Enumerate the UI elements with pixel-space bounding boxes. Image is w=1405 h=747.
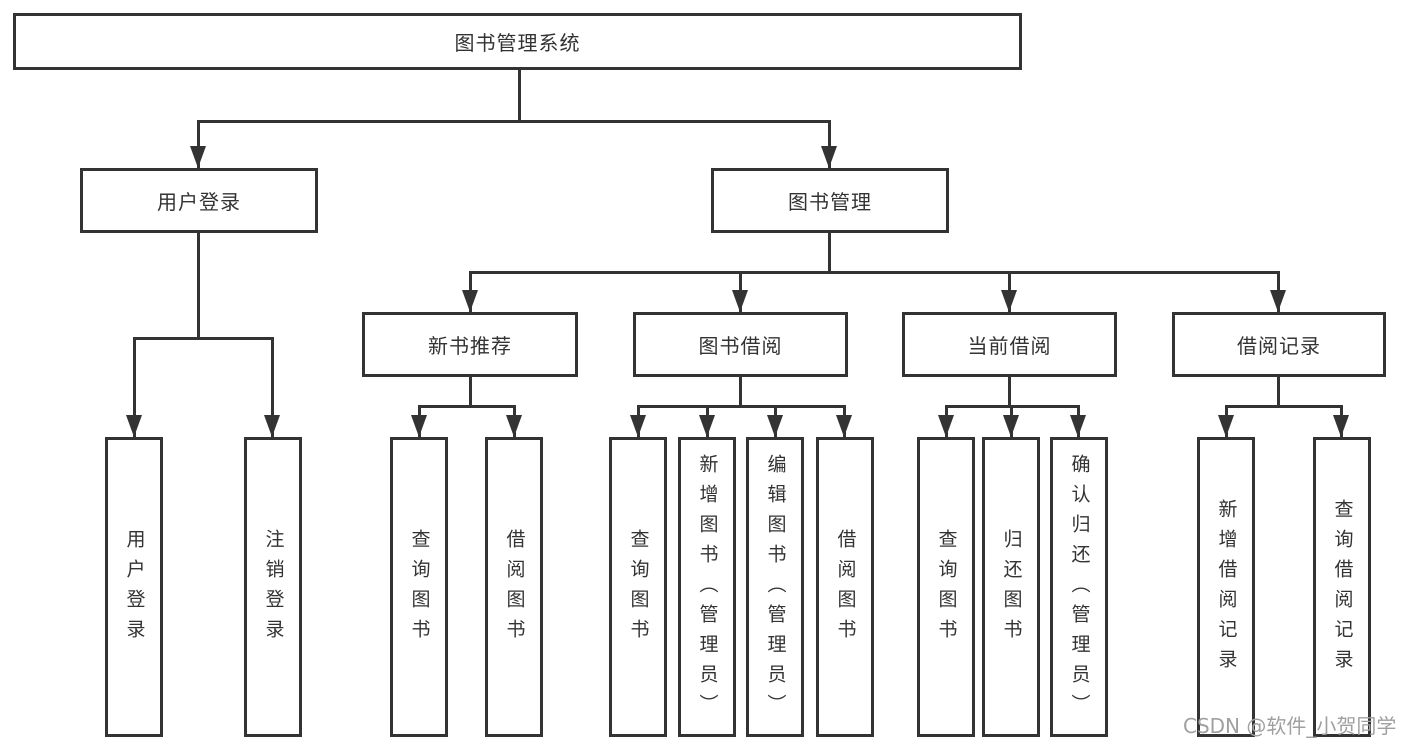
arrowhead-br-add <box>1218 415 1234 437</box>
arrowhead-cb-confirm <box>1070 415 1086 437</box>
leaf-label: 查询图书 <box>627 529 650 649</box>
csdn-watermark: CSDN @软件_小贺同学 <box>1183 714 1397 738</box>
arrowhead-rec-borrow <box>506 415 522 437</box>
leaf-br-add-record: 新增借阅记录 <box>1197 437 1255 737</box>
node-label: 新书推荐 <box>428 334 512 358</box>
connector-drop-user-login <box>197 120 200 168</box>
arrowhead-new-book-rec <box>462 290 478 312</box>
arrowhead-bb-borrow <box>836 415 852 437</box>
arrowhead-br-query <box>1333 415 1349 437</box>
connector-book-mgmt-trunk <box>828 233 831 271</box>
node-label: 当前借阅 <box>967 334 1052 358</box>
leaf-cb-return-books: 归还图书 <box>982 437 1040 737</box>
leaf-logout: 注销登录 <box>244 437 302 737</box>
leaf-label: 归还图书 <box>1000 529 1023 649</box>
arrowhead-cb-query <box>938 415 954 437</box>
connector-new-book-rec-branch <box>418 405 516 408</box>
node-new-book-recommendation: 新书推荐 <box>362 312 578 377</box>
arrowhead-bb-add <box>699 415 715 437</box>
leaf-label: 确认归还（管理员） <box>1068 454 1091 724</box>
arrowhead-rec-query <box>411 415 427 437</box>
node-label: 用户登录 <box>157 190 241 214</box>
leaf-label: 新增借阅记录 <box>1215 499 1238 679</box>
leaf-cb-confirm-return-admin: 确认归还（管理员） <box>1050 437 1108 737</box>
leaf-bb-add-books-admin: 新增图书（管理员） <box>678 437 736 737</box>
leaf-label: 查询图书 <box>408 529 431 649</box>
node-borrowing-records: 借阅记录 <box>1172 312 1386 377</box>
connector-book-mgmt-branch <box>469 271 1280 274</box>
leaf-label: 查询图书 <box>935 529 958 649</box>
node-label: 图书管理系统 <box>454 31 581 55</box>
leaf-label: 借阅图书 <box>503 529 526 649</box>
leaf-br-query-record: 查询借阅记录 <box>1313 437 1371 737</box>
arrowhead-leaf-user-login <box>126 415 142 437</box>
leaf-label: 注销登录 <box>262 529 285 649</box>
connector-book-borrow-branch <box>637 405 846 408</box>
connector-book-borrow-trunk <box>739 377 742 405</box>
leaf-bb-edit-books-admin: 编辑图书（管理员） <box>746 437 804 737</box>
node-root-library-management-system: 图书管理系统 <box>13 13 1022 70</box>
arrowhead-cb-return <box>1003 415 1019 437</box>
leaf-rec-query-books: 查询图书 <box>390 437 448 737</box>
leaf-user-login: 用户登录 <box>105 437 163 737</box>
node-book-management: 图书管理 <box>711 168 949 233</box>
arrowhead-leaf-logout <box>264 415 280 437</box>
connector-current-borrow-trunk <box>1008 377 1011 405</box>
node-user-login: 用户登录 <box>80 168 318 233</box>
leaf-bb-borrow-books: 借阅图书 <box>816 437 874 737</box>
connector-root-trunk <box>518 70 521 120</box>
connector-drop-leaf-user-login <box>133 337 136 437</box>
arrowhead-book-borrow <box>732 290 748 312</box>
leaf-label: 编辑图书（管理员） <box>764 454 787 724</box>
arrowhead-book-mgmt <box>821 146 837 168</box>
leaf-label: 用户登录 <box>123 529 146 649</box>
arrowhead-bb-edit <box>767 415 783 437</box>
arrowhead-user-login <box>190 146 206 168</box>
connector-new-book-rec-trunk <box>469 377 472 405</box>
node-label: 图书管理 <box>788 190 872 214</box>
node-book-borrowing: 图书借阅 <box>633 312 848 377</box>
connector-root-branch <box>198 120 831 123</box>
arrowhead-bb-query <box>630 415 646 437</box>
connector-borrow-records-branch <box>1225 405 1342 408</box>
connector-user-login-trunk <box>197 233 200 337</box>
connector-user-login-branch <box>133 337 274 340</box>
leaf-bb-query-books: 查询图书 <box>609 437 667 737</box>
node-label: 图书借阅 <box>698 334 783 358</box>
arrowhead-borrow-records <box>1270 290 1286 312</box>
leaf-cb-query-books: 查询图书 <box>917 437 975 737</box>
leaf-label: 新增图书（管理员） <box>696 454 719 724</box>
arrowhead-current-borrow <box>1001 290 1017 312</box>
leaf-rec-borrow-books: 借阅图书 <box>485 437 543 737</box>
node-label: 借阅记录 <box>1237 334 1321 358</box>
leaf-label: 借阅图书 <box>834 529 857 649</box>
leaf-label: 查询借阅记录 <box>1331 499 1354 679</box>
connector-borrow-records-trunk <box>1277 377 1280 405</box>
connector-drop-book-mgmt <box>828 120 831 168</box>
connector-drop-leaf-logout <box>271 337 274 437</box>
node-current-borrowing: 当前借阅 <box>902 312 1117 377</box>
